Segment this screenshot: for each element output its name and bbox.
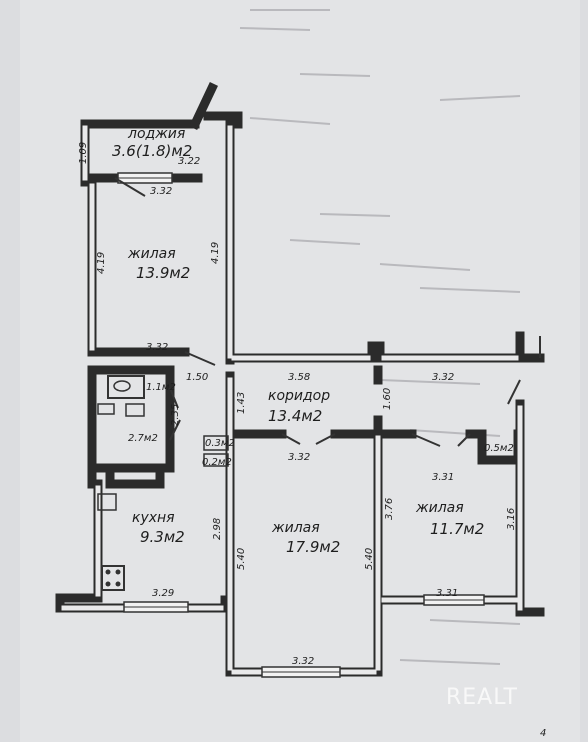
dim-bath-235: 2.35: [170, 404, 181, 426]
corridor-area: 13.4м2: [268, 407, 322, 425]
kitchen-area: 9.3м2: [140, 528, 185, 546]
dim-kitchen-bottom: 3.29: [152, 588, 174, 599]
fixtures: [97, 375, 229, 591]
wc-area: 2.7м2: [128, 433, 158, 444]
stove-icon: [101, 565, 125, 591]
kitchen-sink-icon: [97, 493, 117, 511]
sink-icon: [113, 380, 131, 392]
closet1-area: 0.3м2: [205, 438, 235, 449]
dim-corridor-160: 1.60: [382, 388, 393, 410]
dim-living-center-right: 5.40: [364, 548, 375, 570]
closet-box-1: [203, 435, 229, 451]
living-right-area: 11.7м2: [430, 520, 484, 538]
dim-bedroom-top-bottom: 3.32: [146, 342, 168, 353]
closet3-area: 0.5м2: [484, 443, 514, 454]
dim-living-right-top: 3.31: [432, 472, 454, 483]
corridor-name: коридор: [268, 388, 330, 404]
windows: [117, 172, 485, 678]
dim-corridor-143: 1.43: [236, 392, 247, 414]
living-center-area: 17.9м2: [286, 538, 340, 556]
bathroom-area: 1.1м2: [146, 382, 176, 393]
dim-living-center-left: 5.40: [236, 548, 247, 570]
room-labels: лоджия 3.6(1.8)м2 жилая 13.9м2 коридор 1…: [112, 126, 514, 556]
dim-kitchen-298: 2.98: [212, 518, 223, 540]
living-right-name: жилая: [415, 500, 464, 516]
bedroom-top-area: 13.9м2: [136, 264, 190, 282]
dim-bedroom-top-right: 4.19: [210, 242, 221, 264]
watermark-text: REALT: [446, 685, 518, 710]
page-mark: 4: [540, 728, 546, 739]
closet2-area: 0.2м2: [202, 457, 232, 468]
dim-corridor-358: 3.58: [288, 372, 310, 383]
dim-living-right-right: 3.16: [506, 508, 517, 530]
realt-watermark: REALT: [446, 685, 518, 710]
doors: [114, 177, 541, 447]
kitchen-name: кухня: [132, 510, 175, 526]
loggia-area: 3.6(1.8)м2: [112, 142, 192, 160]
dim-living-right-left: 3.76: [384, 498, 395, 520]
living-center-name: жилая: [271, 520, 320, 536]
dim-corridor-332: 3.32: [432, 372, 454, 383]
bathtub-icon: [107, 375, 145, 399]
loggia-name: лоджия: [127, 126, 185, 142]
dimension-labels: 1.09 3.22 3.32 4.19 4.19 3.32 1.50 3.58 …: [78, 142, 517, 667]
dim-living-center-bottom: 3.32: [292, 656, 314, 667]
bedroom-top-name: жилая: [127, 246, 176, 262]
shelf-icon: [97, 403, 115, 415]
dim-living-center-top: 3.32: [288, 452, 310, 463]
dim-bedroom-top-width: 3.32: [150, 186, 172, 197]
dim-loggia-inner: 3.22: [178, 156, 200, 167]
dim-loggia-depth: 1.09: [78, 142, 89, 164]
faded-text-lines: [239, 9, 521, 665]
dim-living-right-bottom: 3.31: [436, 588, 458, 599]
dim-door-150: 1.50: [186, 372, 208, 383]
dim-bedroom-top-left: 4.19: [96, 252, 107, 274]
toilet-icon: [125, 403, 145, 417]
closet-box-2: [203, 453, 229, 467]
